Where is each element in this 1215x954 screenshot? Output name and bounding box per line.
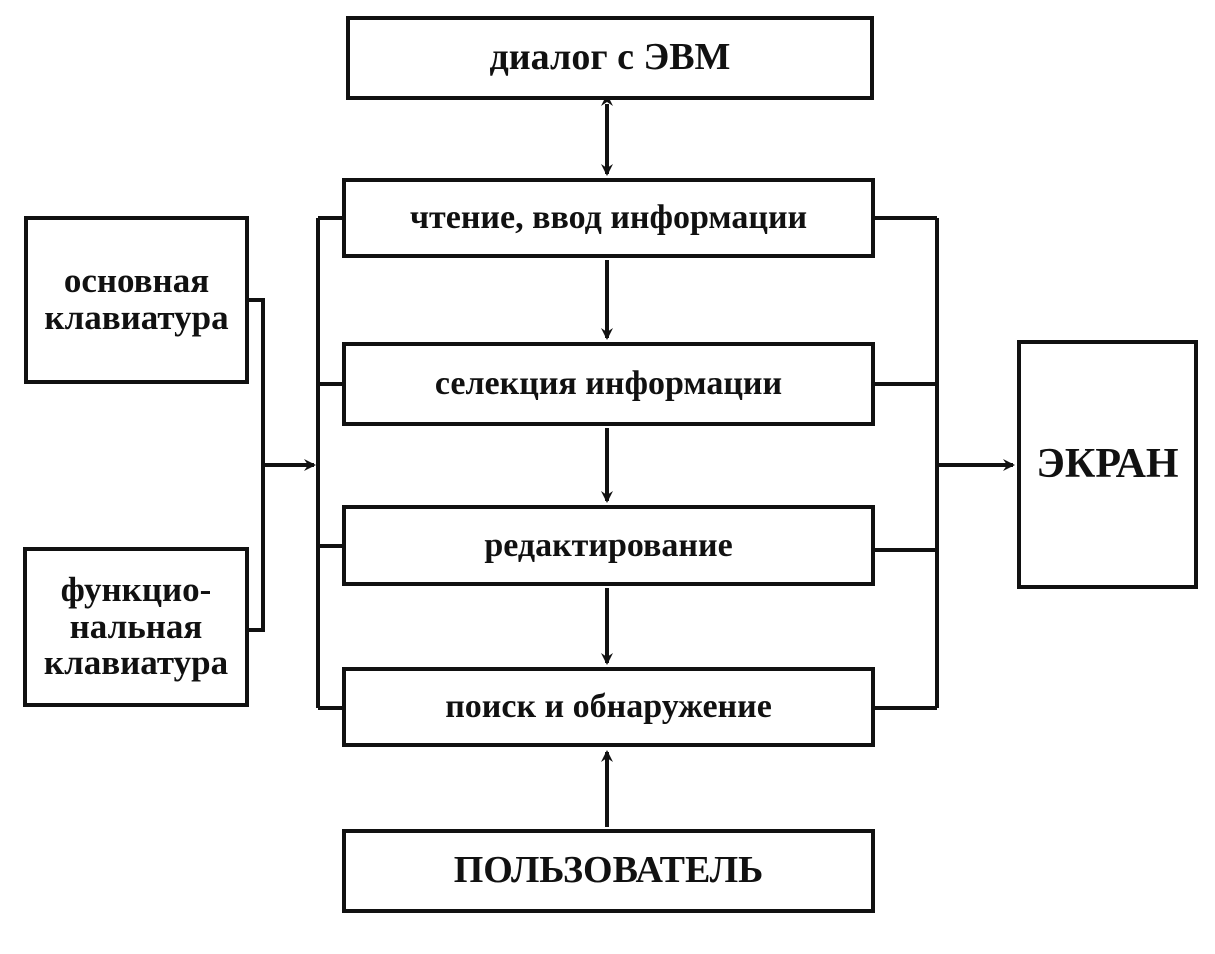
search-detection-label: поиск и обнаружение — [445, 688, 772, 726]
user-box: ПОЛЬЗОВАТЕЛЬ — [342, 829, 875, 913]
connector-keyboard-bracket — [249, 298, 265, 632]
function-keyboard-box: функцио- нальная клавиатура — [23, 547, 249, 707]
dialog-with-computer-box: диалог с ЭВМ — [346, 16, 874, 100]
read-input-box: чтение, ввод информации — [342, 178, 875, 258]
selection-box: селекция информации — [342, 342, 875, 426]
dialog-with-computer-label: диалог с ЭВМ — [489, 36, 731, 79]
main-keyboard-box: основная клавиатура — [24, 216, 249, 384]
screen-label: ЭКРАН — [1036, 441, 1179, 488]
selection-label: селекция информации — [434, 365, 783, 403]
editing-box: редактирование — [342, 505, 875, 586]
function-keyboard-label: функцио- нальная клавиатура — [43, 569, 229, 683]
main-keyboard-label: основная клавиатура — [44, 261, 229, 337]
search-detection-box: поиск и обнаружение — [342, 667, 875, 747]
screen-box: ЭКРАН — [1017, 340, 1198, 589]
editing-label: редактирование — [484, 526, 733, 564]
user-label: ПОЛЬЗОВАТЕЛЬ — [453, 849, 764, 892]
read-input-label: чтение, ввод информации — [409, 199, 808, 237]
